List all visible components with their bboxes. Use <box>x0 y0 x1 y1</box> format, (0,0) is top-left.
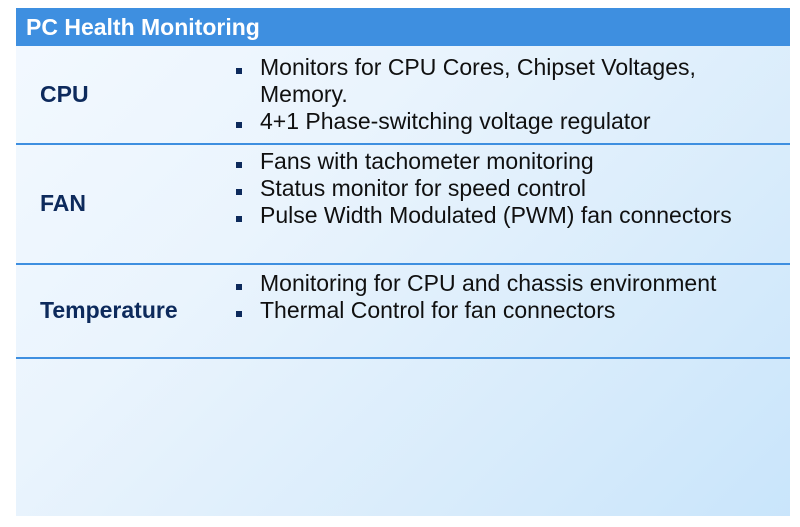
bullet-item: Thermal Control for fan connectors <box>236 297 776 324</box>
slide: PC Health Monitoring CPU Monitors for CP… <box>16 8 790 516</box>
bullet-list-temperature: Monitoring for CPU and chassis environme… <box>236 270 776 324</box>
table-row-temperature: Temperature Monitoring for CPU and chass… <box>16 265 790 359</box>
bullet-item: Fans with tachometer monitoring <box>236 148 776 175</box>
square-bullet-icon <box>236 311 242 317</box>
bullet-text: 4+1 Phase-switching voltage regulator <box>260 108 651 134</box>
bullet-text: Fans with tachometer monitoring <box>260 148 594 174</box>
table-row-fan: FAN Fans with tachometer monitoring Stat… <box>16 145 790 265</box>
bullet-item: Monitoring for CPU and chassis environme… <box>236 270 776 297</box>
bullet-text: Status monitor for speed control <box>260 175 586 201</box>
table-row-cpu: CPU Monitors for CPU Cores, Chipset Volt… <box>16 46 790 145</box>
square-bullet-icon <box>236 189 242 195</box>
square-bullet-icon <box>236 162 242 168</box>
bullet-item: Pulse Width Modulated (PWM) fan connecto… <box>236 202 776 229</box>
bullet-text: Monitoring for CPU and chassis environme… <box>260 270 717 296</box>
bullet-item: Status monitor for speed control <box>236 175 776 202</box>
table-header: PC Health Monitoring <box>16 8 790 46</box>
row-label-fan: FAN <box>40 190 86 216</box>
square-bullet-icon <box>236 216 242 222</box>
square-bullet-icon <box>236 68 242 74</box>
bullet-list-fan: Fans with tachometer monitoring Status m… <box>236 148 776 229</box>
row-label-cpu: CPU <box>40 81 89 107</box>
bullet-list-cpu: Monitors for CPU Cores, Chipset Voltages… <box>236 54 776 135</box>
square-bullet-icon <box>236 284 242 290</box>
bullet-text: Pulse Width Modulated (PWM) fan connecto… <box>260 202 732 228</box>
row-label-temperature: Temperature <box>40 297 178 323</box>
bullet-text: Thermal Control for fan connectors <box>260 297 616 323</box>
square-bullet-icon <box>236 122 242 128</box>
bullet-item: Monitors for CPU Cores, Chipset Voltages… <box>236 54 776 108</box>
bullet-text: Monitors for CPU Cores, Chipset Voltages… <box>260 54 696 107</box>
bullet-item: 4+1 Phase-switching voltage regulator <box>236 108 776 135</box>
